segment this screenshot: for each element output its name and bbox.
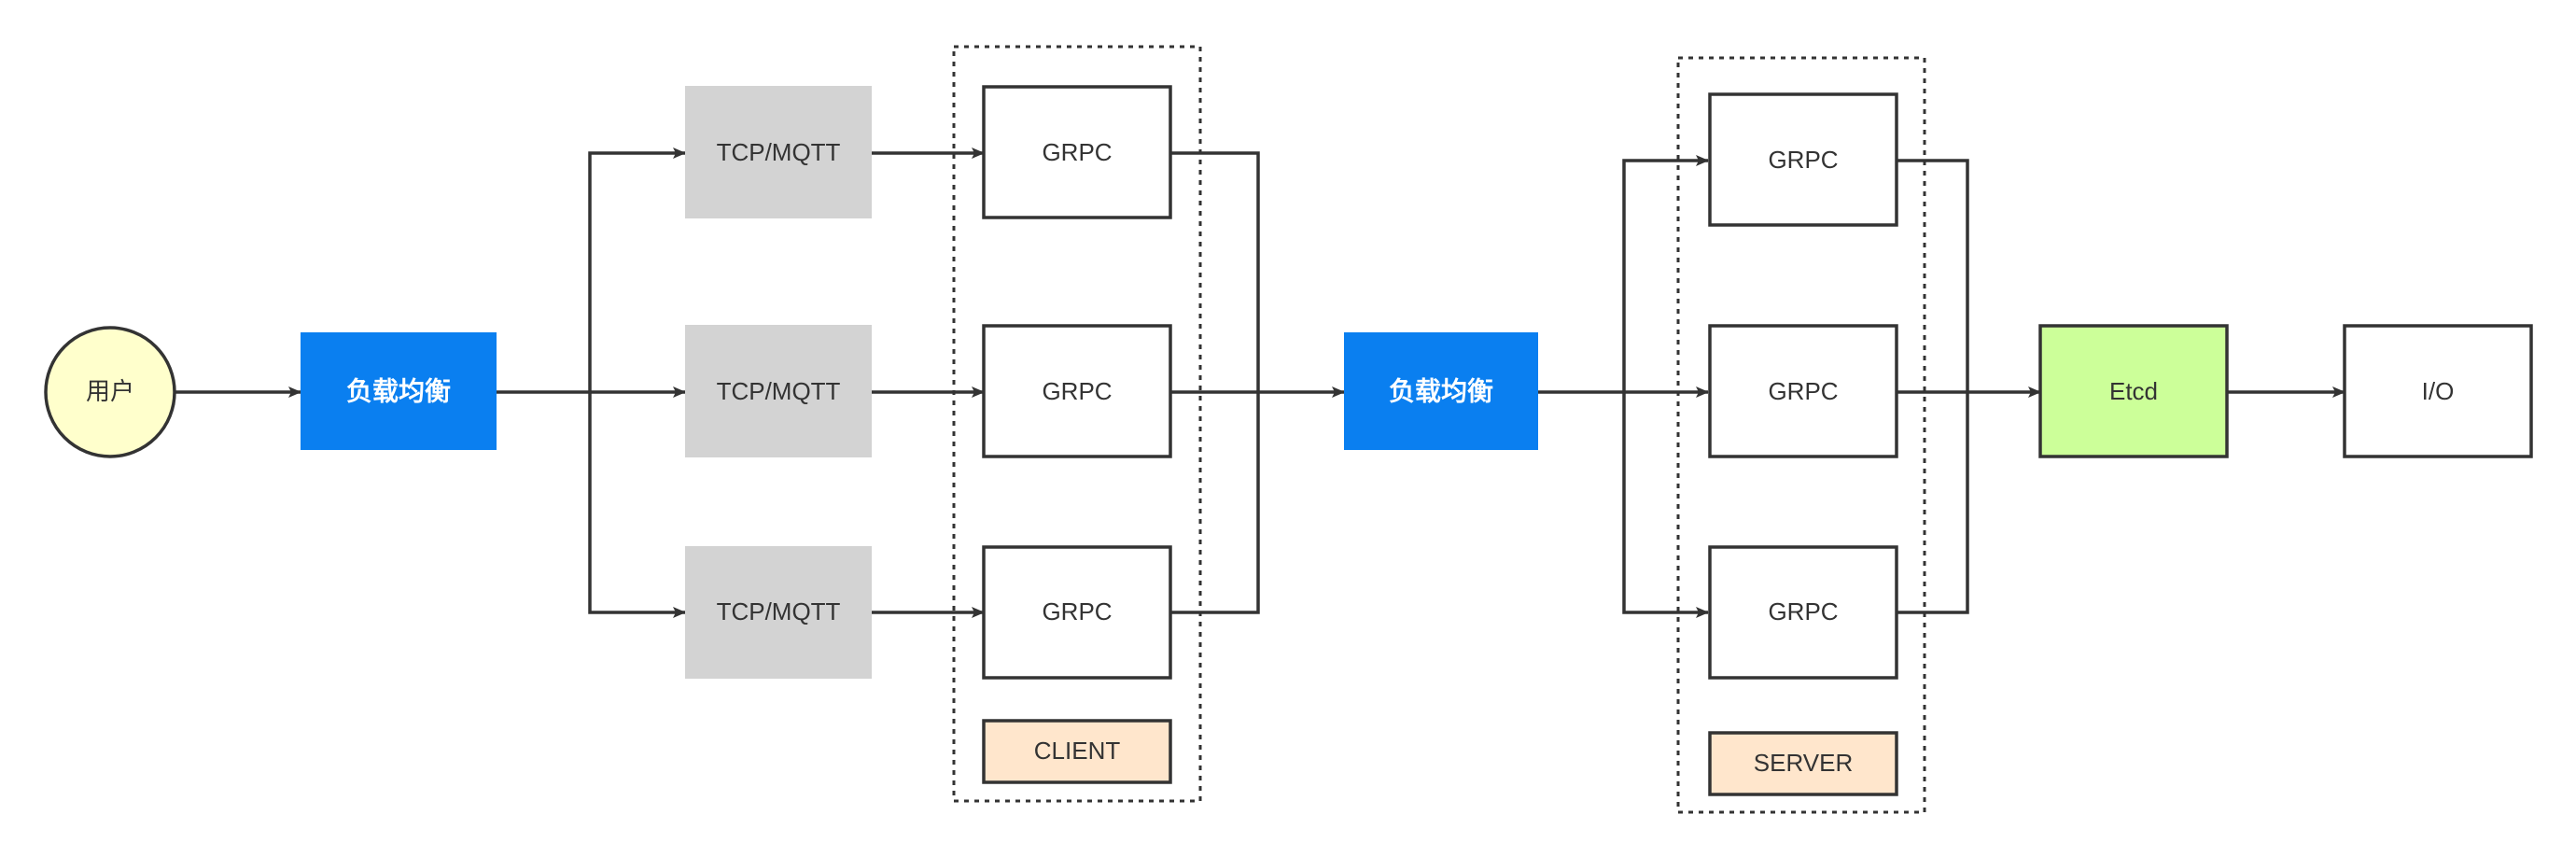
server-tag-box (1708, 731, 1898, 796)
client-tag-label: CLIENT (1034, 737, 1121, 765)
node-client-tag: CLIENT (982, 719, 1172, 784)
client-grpc-3-label: GRPC (1042, 597, 1112, 625)
edge-lb2-sgrpc3 (1622, 392, 1709, 618)
edge-sgrpc3-merge (1897, 392, 1969, 614)
server-grpc-1-box (1708, 92, 1898, 227)
node-client-grpc-3: GRPC (982, 545, 1172, 680)
tcp-mqtt-2-box (685, 325, 872, 457)
edges (175, 148, 2345, 618)
node-tcp-mqtt-3: TCP/MQTT (685, 546, 872, 679)
load-balancer-1-box (301, 332, 497, 450)
node-client-grpc-1: GRPC (982, 85, 1172, 219)
user-circle (44, 326, 176, 458)
load-balancer-2-label: 负载均衡 (1389, 376, 1493, 405)
edge-cgrpc3-merge (1170, 392, 1260, 614)
user-label: 用户 (86, 377, 134, 405)
etcd-label: Etcd (2109, 377, 2158, 405)
client-grpc-3-box (982, 545, 1172, 680)
edge-lb1-tcp1 (588, 148, 686, 392)
edge-sgrpc1-merge (1897, 159, 1969, 392)
client-tag-box (982, 719, 1172, 784)
node-server-grpc-3: GRPC (1708, 545, 1898, 680)
node-io: I/O (2343, 324, 2533, 458)
client-grpc-1-box (982, 85, 1172, 219)
node-tcp-mqtt-1: TCP/MQTT (685, 86, 872, 218)
tcp-mqtt-2-label: TCP/MQTT (717, 377, 841, 405)
node-etcd: Etcd (2038, 324, 2229, 458)
server-tag-label: SERVER (1754, 749, 1853, 777)
load-balancer-2-box (1344, 332, 1538, 450)
node-load-balancer-2: 负载均衡 (1344, 332, 1538, 450)
load-balancer-1-label: 负载均衡 (346, 376, 451, 405)
node-tcp-mqtt-2: TCP/MQTT (685, 325, 872, 457)
tcp-mqtt-1-label: TCP/MQTT (717, 138, 841, 166)
etcd-box (2038, 324, 2229, 458)
tcp-mqtt-3-box (685, 546, 872, 679)
client-grpc-1-label: GRPC (1042, 138, 1112, 166)
edge-lb2-sgrpc1 (1622, 155, 1709, 392)
node-server-tag: SERVER (1708, 731, 1898, 796)
node-user: 用户 (44, 326, 176, 458)
client-grpc-2-box (982, 324, 1172, 458)
client-grpc-2-label: GRPC (1042, 377, 1112, 405)
server-group-boundary (1676, 56, 1926, 814)
tcp-mqtt-3-label: TCP/MQTT (717, 597, 841, 625)
server-grpc-2-box (1708, 324, 1898, 458)
edge-lb1-tcp3 (588, 392, 686, 618)
tcp-mqtt-1-box (685, 86, 872, 218)
io-label: I/O (2422, 377, 2455, 405)
server-grpc-3-label: GRPC (1768, 597, 1838, 625)
server-grpc-1-label: GRPC (1768, 146, 1838, 174)
server-grpc-3-box (1708, 545, 1898, 680)
io-box (2343, 324, 2533, 458)
edge-cgrpc1-merge (1170, 151, 1260, 392)
node-load-balancer-1: 负载均衡 (301, 332, 497, 450)
node-server-grpc-1: GRPC (1708, 92, 1898, 227)
server-grpc-2-label: GRPC (1768, 377, 1838, 405)
client-group-boundary (952, 45, 1202, 803)
node-client-grpc-2: GRPC (982, 324, 1172, 458)
node-server-grpc-2: GRPC (1708, 324, 1898, 458)
